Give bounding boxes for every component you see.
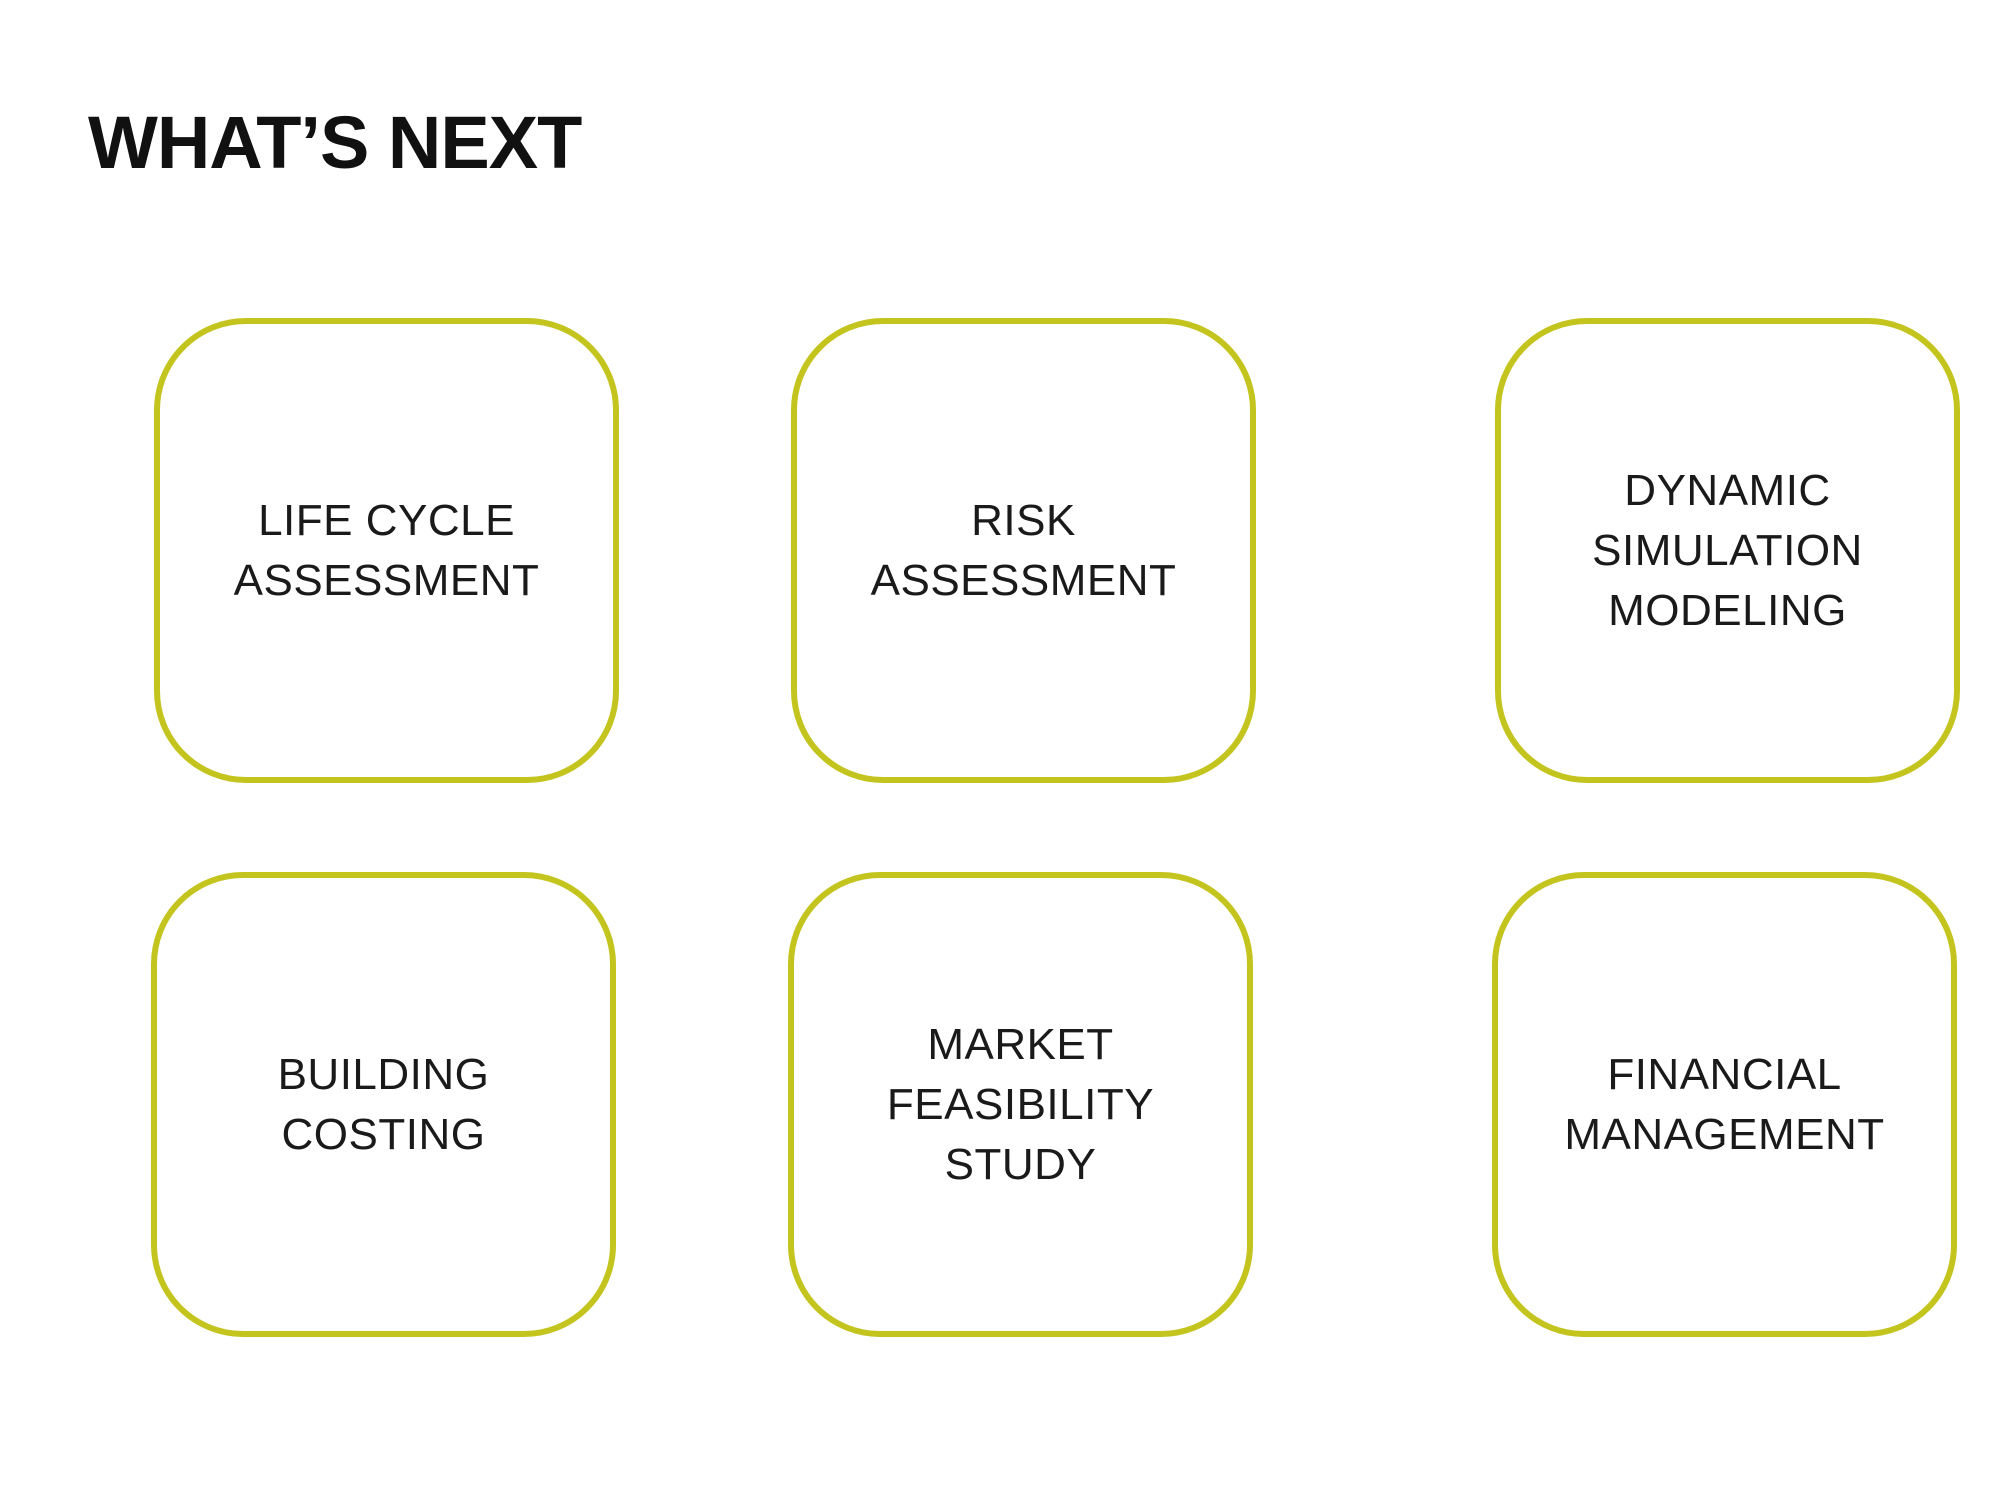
box-label: LIFE CYCLE ASSESSMENT: [233, 495, 540, 605]
box-label: BUILDING COSTING: [277, 1049, 490, 1159]
box-label: FINANCIAL MANAGEMENT: [1564, 1049, 1885, 1159]
box-building-costing: BUILDING COSTING: [151, 872, 616, 1337]
box-market-feasibility-study: MARKET FEASIBILITY STUDY: [788, 872, 1253, 1337]
slide-title: WHAT’S NEXT: [88, 101, 582, 184]
box-dynamic-simulation-modeling: DYNAMIC SIMULATION MODELING: [1495, 318, 1960, 783]
box-label: DYNAMIC SIMULATION MODELING: [1592, 465, 1863, 635]
box-financial-management: FINANCIAL MANAGEMENT: [1492, 872, 1957, 1337]
box-label: MARKET FEASIBILITY STUDY: [886, 1019, 1155, 1189]
box-label: RISK ASSESSMENT: [870, 495, 1177, 605]
box-risk-assessment: RISK ASSESSMENT: [791, 318, 1256, 783]
box-life-cycle-assessment: LIFE CYCLE ASSESSMENT: [154, 318, 619, 783]
